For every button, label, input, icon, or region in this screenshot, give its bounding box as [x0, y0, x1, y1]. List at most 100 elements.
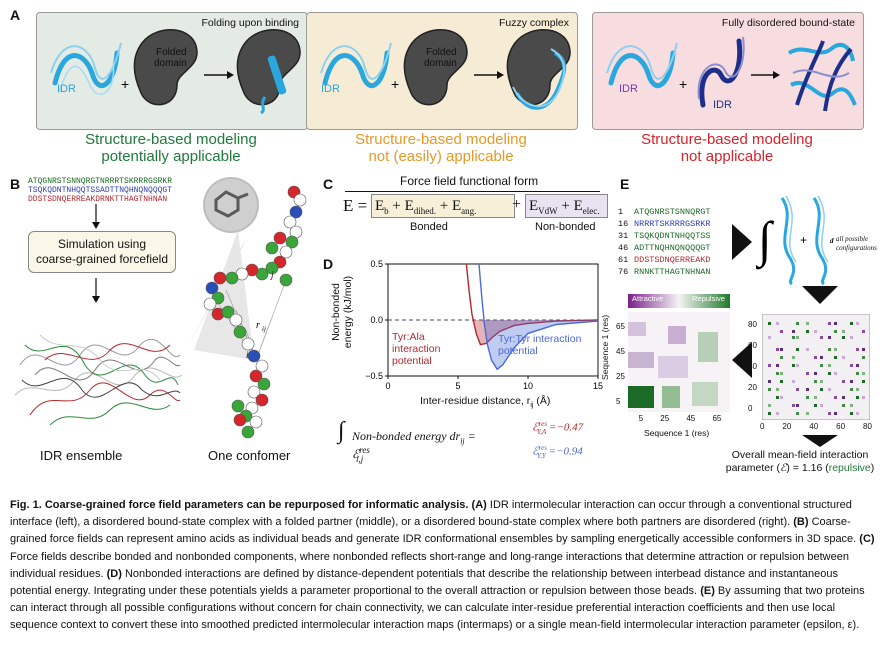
integral-expression: Non-bonded energy dr [352, 429, 461, 443]
raw-map-cell [850, 388, 853, 391]
tick: 25 [616, 372, 625, 381]
mf-value: ) = 1.16 ( [786, 462, 829, 474]
raw-map-cell [820, 356, 823, 359]
sequence-line: DDSTSDNQERREAKDRNKTTHAGTNHNAN [28, 195, 168, 204]
integral-text: Non-bonded energy drij = ℰresi,j [352, 429, 476, 464]
raw-map-cell [834, 412, 837, 415]
raw-map-cell [828, 348, 831, 351]
raw-map-cell [828, 388, 831, 391]
conformer-label: One confomer [208, 448, 291, 463]
eps-ya-value: =−0.47 [549, 421, 584, 434]
conformer-image: r ij i j [186, 177, 307, 439]
seq-text: RNNKTTHAGTNHNAN [634, 267, 711, 277]
raw-map-cell [796, 412, 799, 415]
colorbar-repulsive: Repulsive [692, 294, 725, 303]
small-y-ticks: 65 45 25 5 [616, 314, 625, 414]
caption-e-text: By assuming that two proteins can intera… [10, 585, 865, 632]
svg-text:+: + [800, 233, 807, 247]
seq1-label-small: Sequence 1 (res) [600, 314, 610, 380]
series-line [465, 263, 599, 346]
raw-map-cell [806, 396, 809, 399]
bonded-term-box: Eb + Edihed. + Eang. [371, 194, 515, 218]
raw-map-cell [820, 336, 823, 339]
caption-b-letter: (B) [793, 516, 809, 529]
x-tick-label: 0 [385, 381, 390, 391]
sequence-line: ATQGNRSTSNNQRGTNRRRTSKRRRGSRKR [28, 177, 173, 186]
x-tick-label: 10 [523, 381, 533, 391]
mf-line: Overall mean-field interaction [731, 449, 869, 461]
tick: 60 [836, 422, 846, 431]
raw-map-cell [856, 372, 859, 375]
raw-map-cell [792, 364, 795, 367]
ylabel-line: Non-bonded [330, 283, 342, 341]
raw-map-cell [828, 336, 831, 339]
y-axis-label: Non-bonded energy (kJ/mol) [330, 262, 354, 362]
caption-d-text: Nonbonded interactions are defined by di… [10, 567, 839, 598]
tick: 25 [660, 414, 670, 423]
tick: 0 [748, 404, 753, 413]
fuzzy-illustration: + Folded domain [320, 29, 571, 110]
raw-map-cell [828, 372, 831, 375]
arrow-down-icon [802, 435, 838, 447]
svg-text:Folded: Folded [156, 47, 187, 58]
raw-map-cell [842, 380, 845, 383]
tick: 80 [748, 320, 757, 329]
tick: 5 [638, 414, 644, 423]
arrow-right-icon [732, 224, 752, 260]
svg-text:∫: ∫ [756, 211, 775, 270]
figure-caption: Fig. 1. Coarse-grained force field param… [10, 497, 876, 635]
ensemble-label: IDR ensemble [40, 448, 123, 463]
raw-map-cell [776, 372, 779, 375]
raw-map-cell [856, 364, 859, 367]
raw-map-cell [850, 380, 853, 383]
seq-num: 61 [618, 255, 629, 265]
tick: 65 [616, 322, 625, 331]
xlabel-text: Inter-residue distance, r [420, 395, 531, 407]
bonded-label: Bonded [410, 221, 448, 233]
raw-map-cell [792, 330, 795, 333]
caption-c-letter: (C) [859, 533, 875, 546]
raw-map-cell [862, 356, 865, 359]
raw-map-cell [828, 412, 831, 415]
mf-repulsive: repulsive [828, 462, 871, 474]
raw-map-cell [806, 330, 809, 333]
configs-line: configurations [836, 244, 877, 252]
raw-map-cell [768, 380, 771, 383]
caption-line: Structure-based modeling [85, 131, 257, 148]
raw-map-cell [862, 396, 865, 399]
raw-map-cell [776, 388, 779, 391]
panel-c-letter: C [323, 176, 334, 192]
raw-map-cell [780, 348, 783, 351]
seq-text: ATQGNRSTSNNQRGT [634, 207, 711, 217]
raw-map-cell [796, 348, 799, 351]
raw-map-cell [768, 336, 771, 339]
small-x-ticks: 5 25 45 65 [630, 414, 730, 423]
raw-map-cell [862, 380, 865, 383]
svg-text:+: + [679, 76, 687, 92]
raw-map-cell [850, 364, 853, 367]
svg-text:domain: domain [154, 58, 187, 69]
eps-yy-value: =−0.94 [548, 445, 583, 458]
raw-map-cell [842, 356, 845, 359]
x-tick-label: 15 [593, 381, 603, 391]
raw-map-cell [842, 396, 845, 399]
raw-map-cell [768, 388, 771, 391]
configurations-illustration: ∫ + d [756, 195, 834, 286]
raw-map-cell [820, 404, 823, 407]
panel-a-box-folding: Folding upon binding + Folded domain IDR [36, 12, 308, 130]
raw-map-cell [820, 380, 823, 383]
seq-text: DDSTSDNQERREAKD [634, 255, 711, 265]
raw-map-cell [856, 322, 859, 325]
sequence-line: TSQKQDNTNHQQTSSADTTNQHNQNQQQGT [28, 186, 173, 195]
raw-map-cell [856, 412, 859, 415]
caption-line: Structure-based modeling [355, 131, 527, 148]
xlabel-unit: (Å) [536, 395, 551, 407]
mean-field-label: Overall mean-field interaction parameter… [720, 449, 880, 475]
caption-b-text: Coarse-grained force fields can represen… [10, 516, 857, 546]
series-fill [466, 320, 598, 345]
raw-map-cell [780, 396, 783, 399]
panel-a-caption-3: Structure-based modeling not applicable [592, 131, 862, 165]
idr-label: IDR [57, 83, 76, 95]
colorbar-attractive: Attractive [632, 294, 664, 303]
